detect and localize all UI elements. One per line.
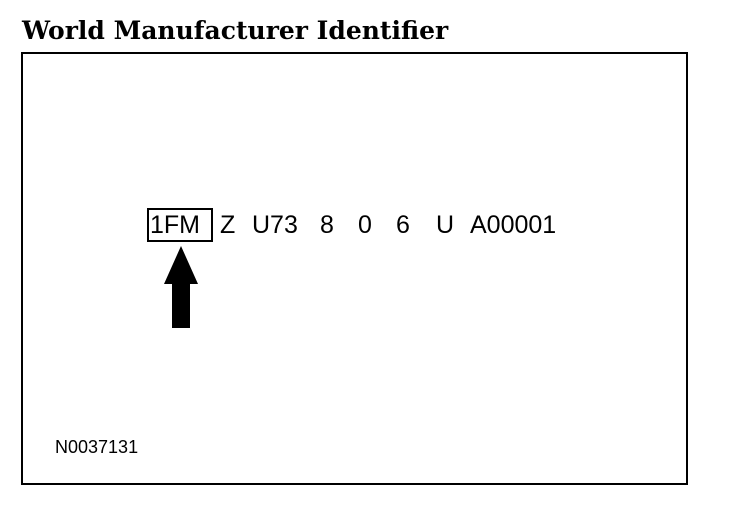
vin-segment-5: 6	[396, 211, 410, 239]
vin-wmi-segment: 1FM	[150, 211, 200, 239]
vin-segment-2: U73	[252, 211, 298, 239]
vin-segment-4: 0	[358, 211, 372, 239]
vin-segment-1: Z	[220, 211, 236, 239]
vin-segment-6: U	[436, 211, 455, 239]
diagram-frame	[21, 52, 688, 485]
vin-segment-3: 8	[320, 211, 334, 239]
pointer-arrow-icon	[164, 246, 198, 328]
diagram-title: World Manufacturer Identifier	[22, 16, 449, 45]
reference-code: N0037131	[55, 437, 139, 457]
wmi-highlight-box	[147, 208, 213, 242]
vin-segment-7: A00001	[470, 211, 557, 239]
